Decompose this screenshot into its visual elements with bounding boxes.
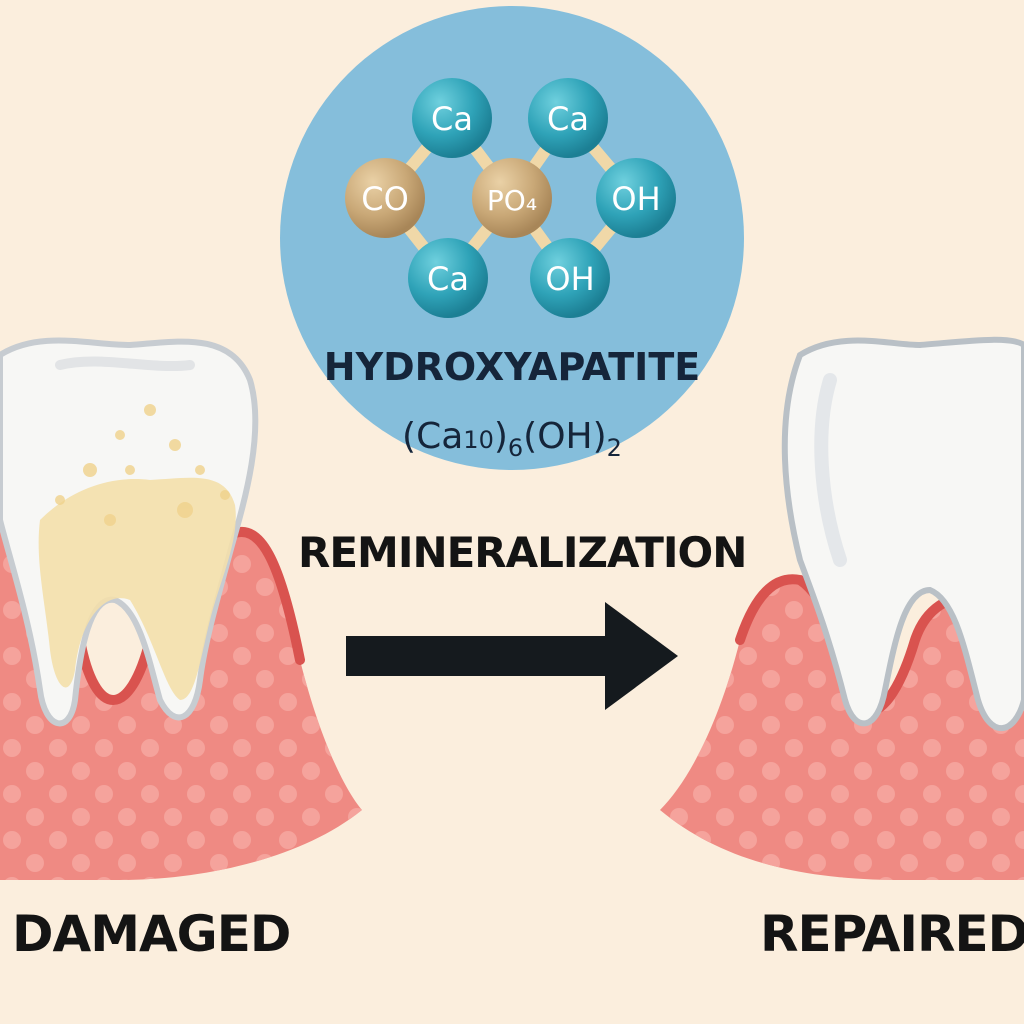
- atom-label: Ca: [547, 100, 589, 138]
- atom-phosphate: PO₄: [472, 158, 552, 238]
- formula-part: (OH): [523, 416, 607, 457]
- repaired-label: REPAIRED: [760, 905, 1024, 963]
- atom-circle: [412, 78, 492, 158]
- repaired-tooth-highlight: [814, 373, 847, 567]
- atom-circle: [472, 158, 552, 238]
- formula-sub: 2: [607, 434, 622, 462]
- arrow-head: [605, 602, 678, 710]
- process-arrow: [346, 602, 678, 710]
- atom-circle: [596, 158, 676, 238]
- atom-label: Ca: [427, 260, 469, 298]
- atom-circle: [530, 238, 610, 318]
- atom-label: Ca: [431, 100, 473, 138]
- repaired-tooth-group: [660, 336, 1024, 880]
- formula-sub: 10: [463, 426, 494, 454]
- atom-calcium: Ca: [408, 238, 488, 318]
- formula-part: (Ca: [402, 416, 463, 457]
- molecule-name: HYDROXYAPATITE: [324, 345, 700, 389]
- atom-label: OH: [545, 260, 594, 298]
- atom-hydroxide: OH: [530, 238, 610, 318]
- damaged-label: DAMAGED: [12, 905, 291, 963]
- atom-label: CO: [361, 180, 409, 218]
- molecule-formula: (Ca10)6(OH)2: [402, 416, 622, 462]
- repaired-gum-dots: [660, 579, 1024, 880]
- process-label: REMINERALIZATION: [298, 528, 747, 577]
- formula-part: ): [494, 416, 508, 457]
- atom-label: OH: [611, 180, 660, 218]
- repaired-tooth: [781, 336, 1024, 732]
- atom-circle: [528, 78, 608, 158]
- decay-patch: [38, 477, 236, 700]
- atom-calcium: Ca: [528, 78, 608, 158]
- atom-hydroxide: OH: [596, 158, 676, 238]
- atom-label: PO₄: [487, 184, 537, 217]
- atom-calcium: Ca: [412, 78, 492, 158]
- arrow-shaft: [346, 636, 616, 676]
- atom-carbonate: CO: [345, 158, 425, 238]
- damaged-tooth-highlight: [55, 356, 195, 372]
- decay-spots: [55, 404, 230, 526]
- damaged-tooth-group: [0, 337, 362, 880]
- atom-circle: [345, 158, 425, 238]
- formula-sub: 6: [508, 434, 523, 462]
- atom-circle: [408, 238, 488, 318]
